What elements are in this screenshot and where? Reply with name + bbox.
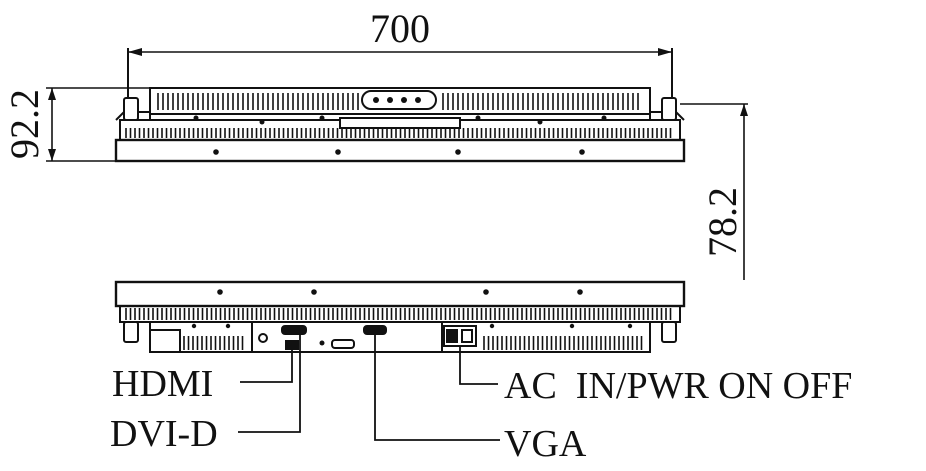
top-control-buttons bbox=[373, 97, 421, 103]
height-body-dimension-label: 78.2 bbox=[700, 187, 745, 257]
rs232-port bbox=[331, 339, 355, 349]
width-dimension-label: 700 bbox=[370, 6, 430, 51]
top-control-panel bbox=[361, 90, 437, 110]
dvi-leader bbox=[238, 334, 301, 433]
top-center-bracket bbox=[339, 117, 461, 129]
vga-label: VGA bbox=[504, 423, 587, 465]
dvi-port bbox=[281, 325, 307, 335]
audio-jack bbox=[258, 333, 268, 343]
top-bezel bbox=[114, 138, 686, 163]
dvi-d-label: DVI-D bbox=[110, 413, 218, 455]
width-arrow-right bbox=[658, 48, 672, 56]
bottom-left-foot bbox=[123, 321, 139, 343]
height-body-arrow-top bbox=[740, 104, 748, 116]
ac-inlet bbox=[446, 329, 458, 343]
top-view bbox=[46, 48, 748, 280]
hdmi-port bbox=[285, 340, 299, 350]
top-right-foot bbox=[661, 97, 677, 121]
height-total-dimension-label: 92.2 bbox=[2, 89, 47, 159]
top-screws bbox=[193, 115, 607, 155]
height-total-arrow-bottom bbox=[48, 149, 56, 161]
bottom-left-vent bbox=[183, 336, 244, 350]
bottom-bezel-screws bbox=[217, 289, 583, 295]
height-total-arrow-top bbox=[48, 88, 56, 100]
hdmi-label: HDMI bbox=[112, 363, 213, 405]
bottom-right-vent bbox=[483, 336, 643, 350]
bottom-vent-band bbox=[125, 308, 672, 320]
panel-screw bbox=[319, 340, 325, 346]
top-vent-upper bbox=[157, 93, 639, 110]
ac-leader bbox=[459, 346, 498, 385]
top-left-foot bbox=[123, 97, 139, 121]
bottom-view bbox=[114, 280, 686, 441]
bottom-left-housing bbox=[149, 321, 253, 353]
ac-in-pwr-label: AC IN/PWR ON OFF bbox=[504, 365, 852, 407]
bottom-right-foot bbox=[661, 321, 677, 343]
hdmi-leader bbox=[240, 349, 293, 383]
width-arrow-left bbox=[128, 48, 142, 56]
bottom-right-housing bbox=[441, 321, 651, 353]
bottom-bezel bbox=[114, 280, 686, 308]
bottom-housing-screws bbox=[191, 323, 633, 329]
top-rear-housing bbox=[149, 87, 651, 115]
power-switch bbox=[461, 329, 473, 343]
bottom-left-block bbox=[149, 329, 181, 353]
top-vent-lower bbox=[125, 128, 672, 138]
vga-leader bbox=[374, 334, 500, 441]
vga-port bbox=[363, 325, 387, 335]
